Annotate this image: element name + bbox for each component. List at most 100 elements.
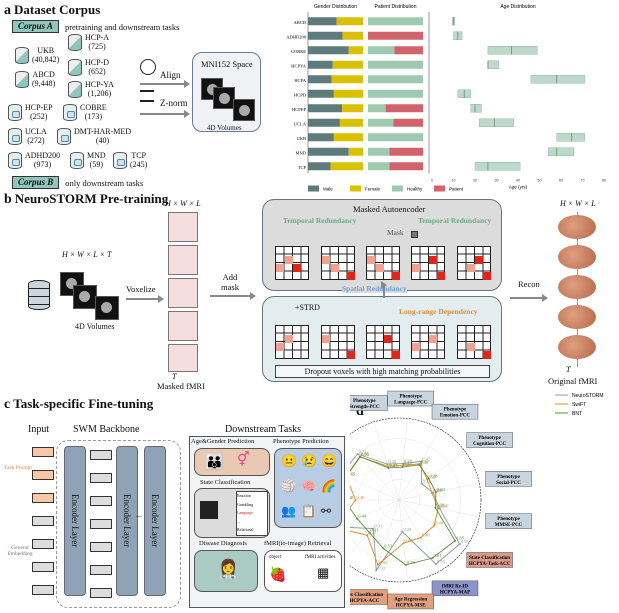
radar-point [418, 463, 421, 466]
radar-spoke [398, 451, 466, 501]
legend-swatch-male [308, 185, 319, 192]
radar-ring [350, 417, 482, 583]
age-box [556, 133, 585, 142]
section-d-title: d [356, 404, 364, 419]
age-tick-label: 40 [516, 179, 520, 183]
patient-bar-healthy [368, 60, 423, 69]
axis-label-bg [350, 395, 388, 411]
embedding-token [32, 539, 54, 549]
phenotype-label: Phenotype Prediction [273, 438, 329, 445]
radar-point [401, 464, 404, 467]
hidden-token [90, 473, 112, 483]
dataset-tcp: TCP(245) [113, 151, 147, 169]
category-label: UKB [296, 136, 306, 141]
radar-point [454, 539, 457, 542]
radar-point [376, 563, 379, 566]
masked-cube-3 [168, 278, 198, 308]
znorm-label: Z-norm [160, 98, 188, 108]
voxel-cube [321, 246, 355, 280]
recon-t-label: T [566, 365, 571, 374]
age-tick-label: 10 [451, 179, 455, 183]
database-icon [8, 127, 22, 145]
category-label: HCPEP [292, 107, 307, 112]
radar-point [404, 563, 407, 566]
axis-label-line1: State Classification [469, 556, 510, 561]
age-box [530, 75, 585, 84]
brain-1 [558, 215, 596, 239]
corpus-a-note: pretraining and downstream tasks [64, 21, 180, 32]
radar-value-label: 0.65 [361, 452, 370, 457]
voxel-cube [321, 325, 355, 359]
age-tick-label: 80 [602, 179, 606, 183]
mask-label: Mask [387, 228, 404, 237]
znorm-icon [140, 90, 154, 102]
radar-point [438, 507, 441, 510]
state-list: Emotion Gambling Language ... Relational [236, 491, 268, 536]
brain-5 [558, 335, 596, 359]
axis-label-line2: HCPYA-ACC [350, 599, 380, 604]
radar-spoke [373, 421, 400, 501]
radar-value-label: 0.13 [423, 479, 432, 484]
radar-value-label: 0.93 [437, 559, 446, 564]
voxel-cube [275, 246, 309, 280]
hidden-token [90, 542, 112, 552]
legend-swatch-female [350, 185, 361, 192]
hidden-token [90, 588, 112, 598]
category-label: MND [295, 150, 306, 155]
patient-bar-patient [394, 46, 423, 55]
patient-bar-patient [389, 147, 423, 156]
mni-title: MNI152 Space [201, 59, 253, 69]
axis-label-line1: Phenotype [444, 408, 467, 413]
dropout-note: Dropout voxels with high matching probab… [275, 365, 490, 378]
category-label: ADHD200 [286, 34, 306, 39]
prompt-token [32, 493, 54, 503]
radar-value-label: 0.25 [434, 488, 443, 493]
encoder-layer-n: Encoder Layer [144, 446, 166, 596]
radar-spoke [398, 418, 408, 501]
radar-value-label: 0.30 [437, 487, 446, 492]
radar-spoke [350, 445, 400, 501]
database-icon [70, 151, 84, 169]
radar-value-label: 0.95 [461, 539, 470, 544]
axis-label-bg [466, 432, 513, 448]
radar-value-label: 0.20 [403, 527, 412, 532]
retrieval-label: fMRI(to-image) Retrieval [264, 540, 332, 547]
state-item: Emotion [237, 493, 251, 498]
gender-bar-female [331, 75, 363, 84]
radar-value-label: 0.41 [371, 528, 379, 533]
axis-label-bg [431, 580, 479, 597]
mni-caption: 4D Volumes [207, 124, 242, 132]
radar-value-label: 0.62 [350, 495, 352, 500]
activities-label: fMRI activities [305, 555, 336, 560]
gender-bar-female [348, 46, 363, 55]
radar-value-label: 0.23 [433, 488, 442, 493]
age-box [487, 46, 538, 55]
database-icon [8, 103, 22, 121]
state-item: ... [237, 518, 240, 524]
axis-label-bg [350, 589, 388, 605]
patient-bar-healthy [368, 162, 390, 171]
age-tick-label: 0 [431, 179, 433, 183]
hidden-token [90, 450, 112, 460]
task-prompt-label: Task Prompt [4, 465, 32, 471]
radar-value-label: 0.26 [389, 461, 398, 466]
radar-spoke [398, 499, 441, 572]
category-label: UCLA [294, 121, 307, 126]
add-mask-label: Add mask [221, 272, 239, 292]
category-label: HCPD [294, 92, 307, 97]
radar-value-label: 0.44 [358, 514, 367, 519]
voxel-cube [275, 325, 309, 359]
radar-value-label: 0.40 [357, 495, 366, 500]
mask-cube-icon [411, 231, 418, 238]
retrieval-box: object fMRI activities 🍓 ▦ [264, 550, 342, 592]
patient-chart-title: Patient Distribution [375, 4, 417, 10]
dataset-hcp-d: HCP-D(652) [68, 58, 109, 76]
axis-label-line2: HCPYA-MSE [396, 603, 426, 608]
znorm-arrow [140, 110, 190, 118]
legend-swatch-healthy [392, 185, 403, 192]
axis-label-line2: Cognition-PCC [473, 442, 506, 447]
voxel-cube [457, 246, 491, 280]
